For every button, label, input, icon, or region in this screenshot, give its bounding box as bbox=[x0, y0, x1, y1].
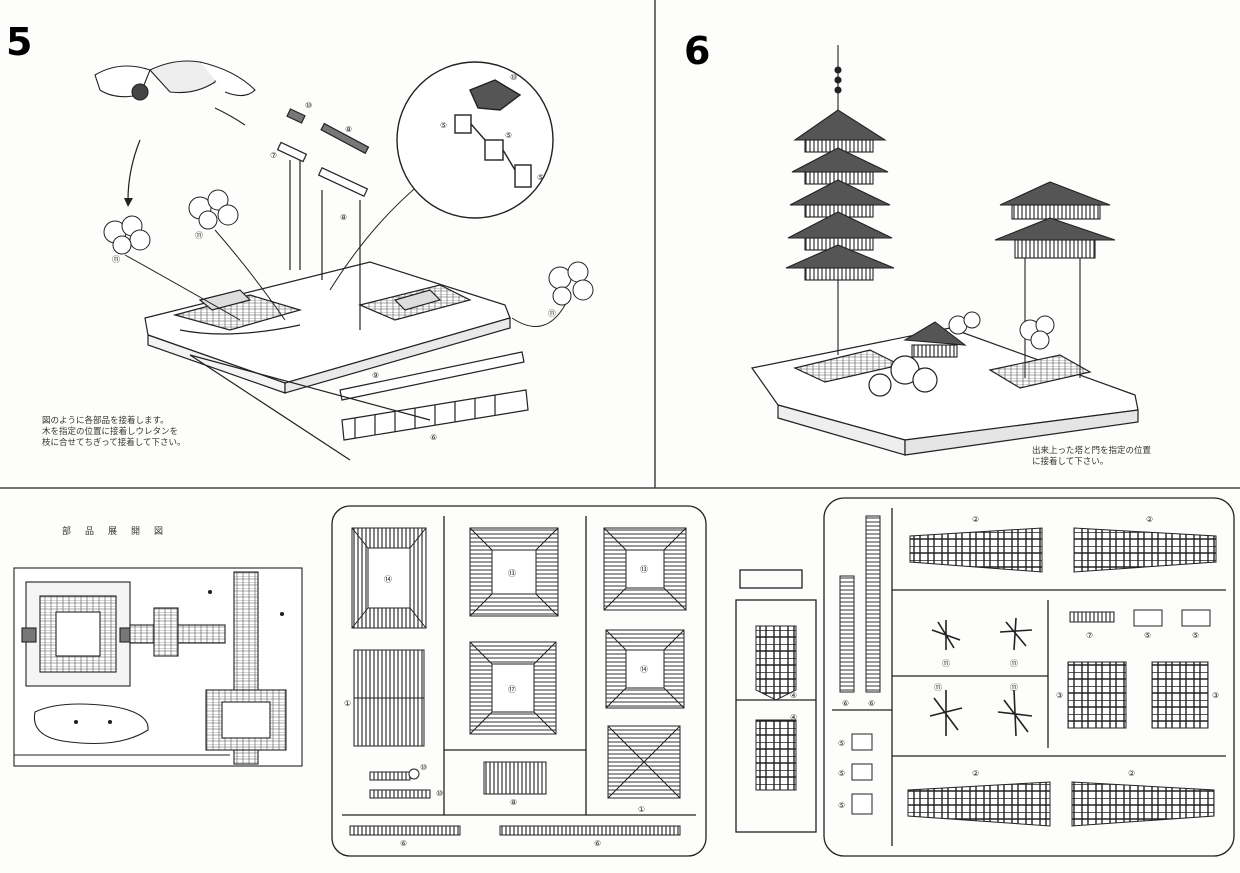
label-post: ⑦ bbox=[270, 151, 277, 160]
label-fence: ⑥ bbox=[430, 433, 437, 442]
label-rail: ⑥ bbox=[400, 839, 407, 848]
hand-foam bbox=[94, 60, 256, 126]
label-roof: ⑰ bbox=[508, 685, 516, 694]
gate-tower bbox=[994, 181, 1116, 378]
label-roof: ⑩ bbox=[510, 73, 517, 82]
label-pole: ⑥ bbox=[868, 699, 875, 708]
label-tree: ⑪ bbox=[195, 231, 203, 240]
detail-circle bbox=[396, 61, 554, 219]
label-tree: ⑪ bbox=[942, 659, 950, 668]
step6-note: 出来上った塔と門を指定の位置 に接着して下さい。 bbox=[1032, 446, 1151, 468]
layout-plan-title: 部品展開図 bbox=[62, 527, 178, 537]
label-side: ⑤ bbox=[838, 801, 845, 810]
label-wall: ② bbox=[1146, 515, 1153, 524]
step5-note-line: 枝に合せてちぎって接着して下さい。 bbox=[42, 438, 186, 448]
label-part: ⑤ bbox=[440, 121, 447, 130]
label-roof: ⑬ bbox=[508, 569, 516, 578]
label-window: ⑦ bbox=[1086, 631, 1093, 640]
step5-note: 図のように各部品を接着します。 木を指定の位置に接着しウレタンを 枝に合せてちぎ… bbox=[42, 416, 185, 449]
label-roof: ⑭ bbox=[384, 575, 392, 584]
label-side: ⑤ bbox=[838, 739, 845, 748]
label-roof: ① bbox=[638, 805, 645, 814]
label-wall: ② bbox=[1128, 769, 1135, 778]
label-part: ⑧ bbox=[510, 798, 517, 807]
label-roof: ⑭ bbox=[640, 665, 648, 674]
label-part: ⑤ bbox=[537, 173, 544, 182]
arrow-down bbox=[127, 139, 141, 201]
label-tower: ③ bbox=[1056, 691, 1063, 700]
pagoda bbox=[785, 45, 895, 355]
label-window: ⑤ bbox=[1192, 631, 1199, 640]
label-facade: ④ bbox=[790, 691, 797, 700]
label-post: ⑩ bbox=[305, 101, 312, 110]
label-window: ⑤ bbox=[1144, 631, 1151, 640]
label-roof: ① bbox=[344, 699, 351, 708]
panel-dividers bbox=[0, 0, 1240, 489]
label-beam: ⑧ bbox=[345, 125, 352, 134]
label-tower: ③ bbox=[1212, 691, 1219, 700]
label-tree: ⑪ bbox=[1010, 683, 1018, 692]
step5-note-line: 木を指定の位置に接着しウレタンを bbox=[42, 427, 179, 437]
label-part: ⑤ bbox=[505, 131, 512, 140]
label-tree: ⑪ bbox=[934, 683, 942, 692]
fence-part bbox=[189, 351, 529, 461]
label-rail: ⑥ bbox=[594, 839, 601, 848]
layout-plan bbox=[13, 567, 303, 767]
label-wall: ② bbox=[972, 769, 979, 778]
parts-sheet-2 bbox=[735, 497, 1235, 857]
gate-parts bbox=[276, 108, 370, 330]
step6-number: 6 bbox=[684, 29, 710, 73]
label-tree: ⑪ bbox=[112, 255, 120, 264]
hall-building bbox=[903, 321, 967, 358]
label-wall: ② bbox=[972, 515, 979, 524]
step6-note-line: に接着して下さい。 bbox=[1032, 457, 1109, 467]
label-roof: ⑬ bbox=[640, 565, 648, 574]
label-tree: ⑪ bbox=[1010, 659, 1018, 668]
parts-sheet-1 bbox=[331, 505, 707, 857]
step5-base bbox=[144, 261, 511, 394]
tree-right bbox=[548, 261, 594, 306]
step6-diagram: 6 bbox=[684, 29, 1139, 456]
tree-left bbox=[103, 215, 151, 255]
label-tree: ⑪ bbox=[548, 309, 556, 318]
label-part: ⑩ bbox=[420, 763, 427, 772]
tree-step6 bbox=[948, 311, 1055, 350]
tree-mid bbox=[188, 189, 239, 230]
step5-diagram: 5 ⑪ ⑪ ⑪ ⑩ ⑦ ⑧ ⑧ ⑩ ⑤ ⑤ ⑤ ⑨ ⑥ bbox=[6, 20, 594, 461]
label-side: ⑤ bbox=[838, 769, 845, 778]
step5-number: 5 bbox=[6, 20, 32, 64]
label-post: ⑧ bbox=[340, 213, 347, 222]
label-pole: ⑥ bbox=[842, 699, 849, 708]
step5-note-line: 図のように各部品を接着します。 bbox=[42, 416, 169, 426]
label-facade: ④ bbox=[790, 713, 797, 722]
step6-note-line: 出来上った塔と門を指定の位置 bbox=[1032, 446, 1152, 456]
label-fence: ⑨ bbox=[372, 371, 379, 380]
label-part: ⑩ bbox=[436, 789, 443, 798]
